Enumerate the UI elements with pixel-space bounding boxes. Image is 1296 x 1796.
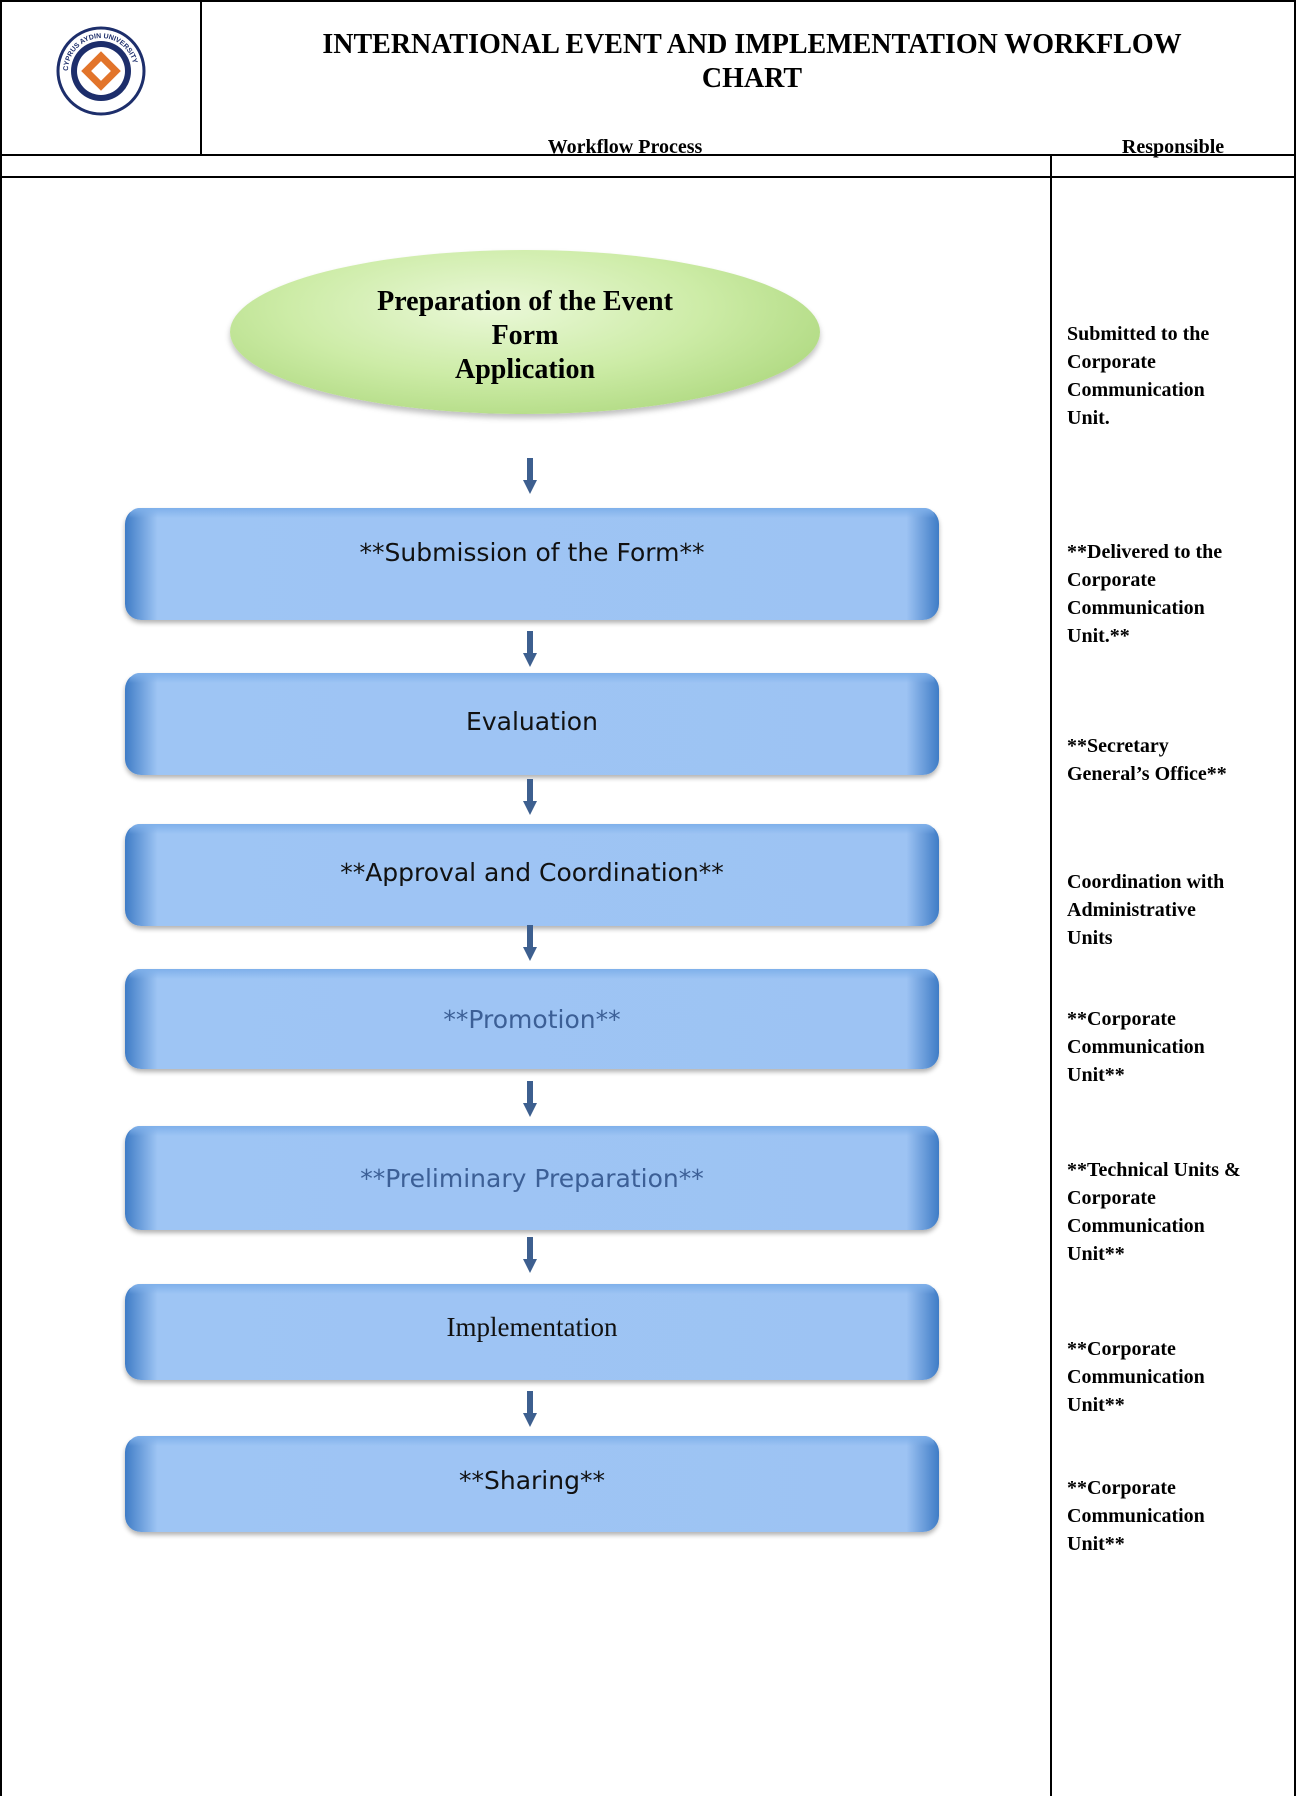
title-line-2: CHART — [701, 63, 803, 94]
responsible-cell-8: **Corporate Communication Unit** — [1067, 1477, 1205, 1555]
responsible-cell-6: **Technical Units & Corporate Communicat… — [1067, 1159, 1241, 1265]
logo-divider — [200, 0, 202, 154]
step-label: **Preliminary Preparation** — [360, 1164, 704, 1193]
step-label: **Sharing** — [459, 1466, 605, 1495]
step-preliminary-preparation: **Preliminary Preparation** — [125, 1126, 939, 1230]
arrow-down-icon — [523, 458, 537, 494]
responsible-cell-2: **Delivered to the Corporate Communicati… — [1067, 541, 1223, 647]
step-evaluation: Evaluation — [125, 673, 939, 775]
column-header-divider — [0, 176, 1296, 178]
responsible-cell-1: Submitted to the Corporate Communication… — [1067, 323, 1210, 429]
start-node — [230, 250, 820, 414]
step-label: **Promotion** — [443, 1005, 621, 1034]
column-header-responsible: Responsible — [1121, 136, 1225, 158]
title-line-1: INTERNATIONAL EVENT AND IMPLEMENTATION W… — [322, 29, 1182, 60]
responsible-cell-4: Coordination with Administrative Units — [1067, 871, 1225, 949]
page-title: INTERNATIONAL EVENT AND IMPLEMENTATION W… — [222, 28, 1282, 96]
step-label: **Submission of the Form** — [359, 538, 705, 567]
step-implementation: Implementation — [125, 1284, 939, 1380]
start-line-1: Preparation of the Event — [377, 286, 673, 317]
responsible-cell-5: **Corporate Communication Unit** — [1067, 1008, 1205, 1086]
arrow-down-icon — [523, 779, 537, 815]
responsible-cell-7: **Corporate Communication Unit** — [1067, 1338, 1205, 1416]
header-divider — [0, 154, 1296, 156]
arrow-down-icon — [523, 925, 537, 961]
step-label: Evaluation — [466, 707, 598, 736]
column-divider — [1050, 154, 1052, 1796]
university-logo: CYPRUS AYDIN UNIVERSITY — [56, 26, 146, 116]
step-submission: **Submission of the Form** — [125, 508, 939, 620]
arrow-down-icon — [523, 631, 537, 667]
start-node-label: Preparation of the Event Form Applicatio… — [230, 285, 820, 387]
arrow-down-icon — [523, 1237, 537, 1273]
column-header-process: Workflow Process — [547, 136, 703, 158]
step-sharing: **Sharing** — [125, 1436, 939, 1532]
step-label: **Approval and Coordination** — [340, 858, 724, 887]
arrow-down-icon — [523, 1081, 537, 1117]
step-approval-coordination: **Approval and Coordination** — [125, 824, 939, 926]
arrow-down-icon — [523, 1391, 537, 1427]
start-line-2: Form — [491, 320, 559, 351]
step-label: Implementation — [446, 1312, 618, 1342]
step-promotion: **Promotion** — [125, 969, 939, 1069]
start-line-3: Application — [454, 354, 596, 385]
responsible-cell-3: **Secretary General’s Office** — [1067, 735, 1227, 785]
